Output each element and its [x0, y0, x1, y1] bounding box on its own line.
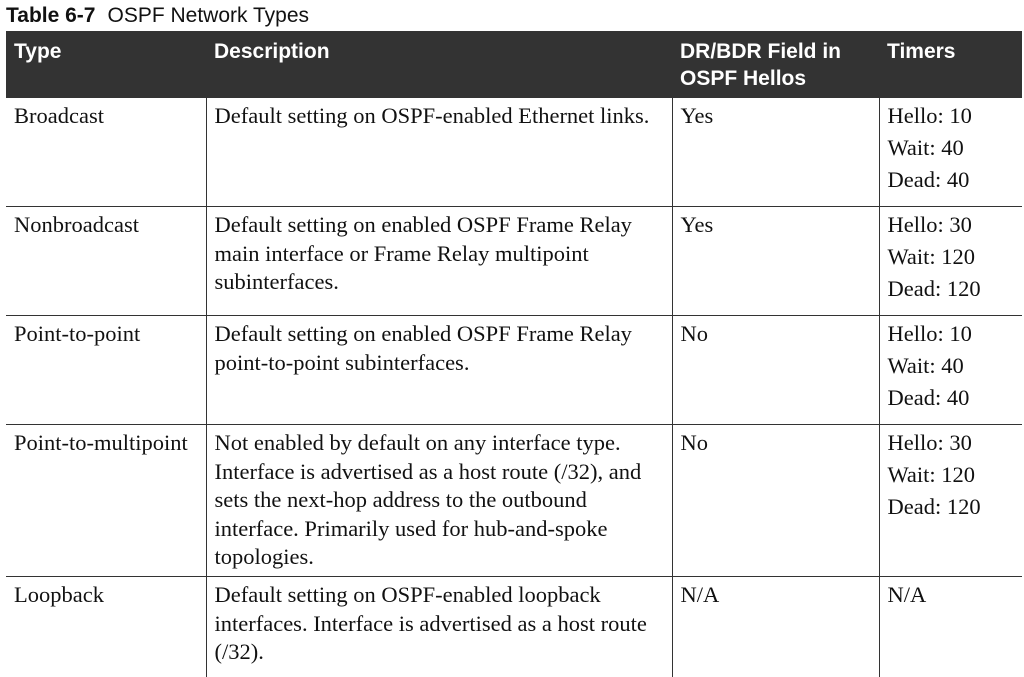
cell-description: Default setting on OSPF-enabled loopback…	[205, 576, 673, 677]
timer-dead: Dead: 120	[887, 494, 981, 519]
timer-hello: Hello: 30	[887, 212, 972, 237]
timer-dead: Dead: 40	[887, 167, 970, 192]
header-timers: Timers	[879, 31, 1022, 98]
cell-type: Point-to-multipoint	[6, 424, 207, 577]
cell-dr-bdr: N/A	[671, 576, 880, 677]
ospf-network-types-table: Type Description DR/BDR Field in OSPF He…	[6, 31, 1022, 677]
timer-dead: Dead: 120	[887, 276, 981, 301]
cell-description: Default setting on enabled OSPF Frame Re…	[205, 315, 673, 425]
timer-hello: Hello: 10	[887, 321, 972, 346]
cell-description: Default setting on OSPF-enabled Ethernet…	[205, 97, 673, 207]
timer-hello: Hello: 30	[887, 430, 972, 455]
table-row: Point-to-multipoint Not enabled by defau…	[6, 424, 1022, 577]
cell-type: Point-to-point	[6, 315, 207, 425]
cell-type: Nonbroadcast	[6, 206, 207, 316]
cell-description: Not enabled by default on any interface …	[205, 424, 673, 577]
cell-type: Loopback	[6, 576, 207, 677]
header-row: Type Description DR/BDR Field in OSPF He…	[6, 31, 1022, 98]
timer-na: N/A	[887, 582, 927, 607]
timer-wait: Wait: 40	[887, 353, 964, 378]
table-title: OSPF Network Types	[107, 4, 309, 27]
cell-dr-bdr: Yes	[671, 206, 880, 316]
cell-dr-bdr: No	[671, 315, 880, 425]
cell-description: Default setting on enabled OSPF Frame Re…	[205, 206, 673, 316]
timer-wait: Wait: 120	[887, 462, 976, 487]
timer-hello: Hello: 10	[887, 103, 972, 128]
cell-type: Broadcast	[6, 97, 207, 207]
timer-wait: Wait: 120	[887, 244, 976, 269]
cell-timers: N/A	[878, 576, 1022, 677]
table-body: Broadcast Default setting on OSPF-enable…	[6, 97, 1022, 677]
cell-timers: Hello: 30 Wait: 120 Dead: 120	[878, 424, 1022, 577]
cell-timers: Hello: 10 Wait: 40 Dead: 40	[878, 315, 1022, 425]
table-caption: Table 6-7 OSPF Network Types	[6, 2, 309, 30]
cell-dr-bdr: Yes	[671, 97, 880, 207]
table-row: Point-to-point Default setting on enable…	[6, 315, 1022, 425]
table-header: Type Description DR/BDR Field in OSPF He…	[6, 31, 1022, 98]
table-row: Broadcast Default setting on OSPF-enable…	[6, 97, 1022, 207]
cell-timers: Hello: 10 Wait: 40 Dead: 40	[878, 97, 1022, 207]
timer-dead: Dead: 40	[887, 385, 970, 410]
cell-dr-bdr: No	[671, 424, 880, 577]
header-type: Type	[6, 31, 206, 98]
header-dr-bdr: DR/BDR Field in OSPF Hellos	[672, 31, 879, 98]
header-description: Description	[206, 31, 672, 98]
timer-wait: Wait: 40	[887, 135, 964, 160]
table-row: Nonbroadcast Default setting on enabled …	[6, 206, 1022, 316]
table-row: Loopback Default setting on OSPF-enabled…	[6, 576, 1022, 677]
cell-timers: Hello: 30 Wait: 120 Dead: 120	[878, 206, 1022, 316]
table-number: Table 6-7	[6, 4, 96, 27]
